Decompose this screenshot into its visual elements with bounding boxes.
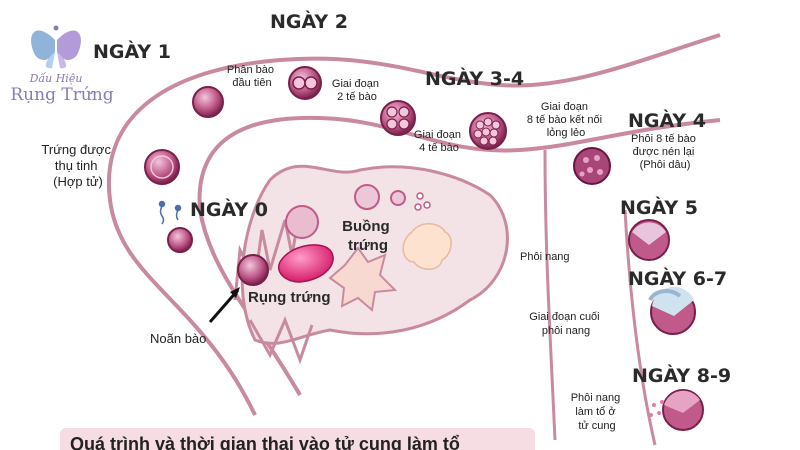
ovulated-egg xyxy=(237,254,269,286)
fimbriae-lower xyxy=(248,315,314,365)
logo-butterfly-icon xyxy=(31,25,81,69)
oocyte-arrow xyxy=(208,289,240,323)
uterus-wall-left xyxy=(543,149,557,441)
follicle-medium xyxy=(354,184,380,210)
ovary-label: Buồng trứng xyxy=(342,218,394,254)
follicle-tiny-3 xyxy=(414,203,422,211)
day4-label: NGÀY 4 xyxy=(628,109,706,132)
blastocyst-day5 xyxy=(628,219,670,261)
follicle-large xyxy=(285,205,319,239)
egg-fertilization xyxy=(167,227,193,253)
zygote-inner xyxy=(150,155,174,179)
caption-text: Quá trình và thời gian thai vào tử cung … xyxy=(70,434,460,450)
morula xyxy=(573,147,611,185)
day2-label: NGÀY 2 xyxy=(270,10,348,33)
ovulation-label: Rụng trứng xyxy=(248,289,331,306)
tube-outer-wall xyxy=(106,33,721,416)
caption-box xyxy=(60,428,535,450)
eight-cell-embryo xyxy=(469,112,507,150)
follicle-tiny-2 xyxy=(423,201,431,209)
two-cell-embryo xyxy=(288,66,322,100)
follicle-tiny-1 xyxy=(416,192,424,200)
two-cell-label: Giai đoạn 2 tế bào xyxy=(332,78,382,103)
oocyte-label: Noãn bào xyxy=(150,331,206,346)
late-blastocyst-label: Giai đoạn cuối phôi nang xyxy=(529,311,602,337)
day1-label: NGÀY 1 xyxy=(93,40,171,63)
fertilized-label: Trứng được thụ tinh (Hợp tử) xyxy=(41,142,114,189)
corpus-albicans xyxy=(328,246,398,312)
blastocyst-day89 xyxy=(649,389,704,431)
logo-title: Rụng Trứng xyxy=(10,85,113,105)
ruptured-follicle xyxy=(278,244,334,283)
first-division-label: Phân bào đầu tiên xyxy=(227,64,277,89)
day34-label: NGÀY 3-4 xyxy=(425,67,524,90)
day67-label: NGÀY 6-7 xyxy=(628,267,727,290)
oocyte-arrowhead xyxy=(230,287,240,298)
logo-subtitle: Dấu Hiệu xyxy=(29,72,83,85)
implant-label: Phôi nang làm tổ ở tử cung xyxy=(571,392,624,432)
fimbriae xyxy=(233,209,302,301)
day1-cell xyxy=(192,86,224,118)
morula-label: Phôi 8 tế bào được nén lại (Phôi dâu) xyxy=(631,133,699,171)
blastocyst-day67 xyxy=(648,286,696,335)
zygote xyxy=(144,149,180,185)
day0-label: NGÀY 0 xyxy=(190,198,268,221)
tube-inner-wall xyxy=(197,115,721,397)
four-cell-embryo xyxy=(380,100,416,136)
day89-label: NGÀY 8-9 xyxy=(632,364,731,387)
uterus-wall-right xyxy=(623,209,657,446)
follicle-small xyxy=(390,190,406,206)
eight-cell-label: Giai đoạn 8 tế bào kết nối lỏng lẻo xyxy=(527,101,605,139)
blastocyst-label: Phôi nang xyxy=(520,251,570,263)
day5-label: NGÀY 5 xyxy=(620,196,698,219)
corpus-luteum xyxy=(402,223,452,270)
sperm-icons xyxy=(158,200,182,225)
four-cell-label: Giai đoạn 4 tế bào xyxy=(414,129,464,154)
